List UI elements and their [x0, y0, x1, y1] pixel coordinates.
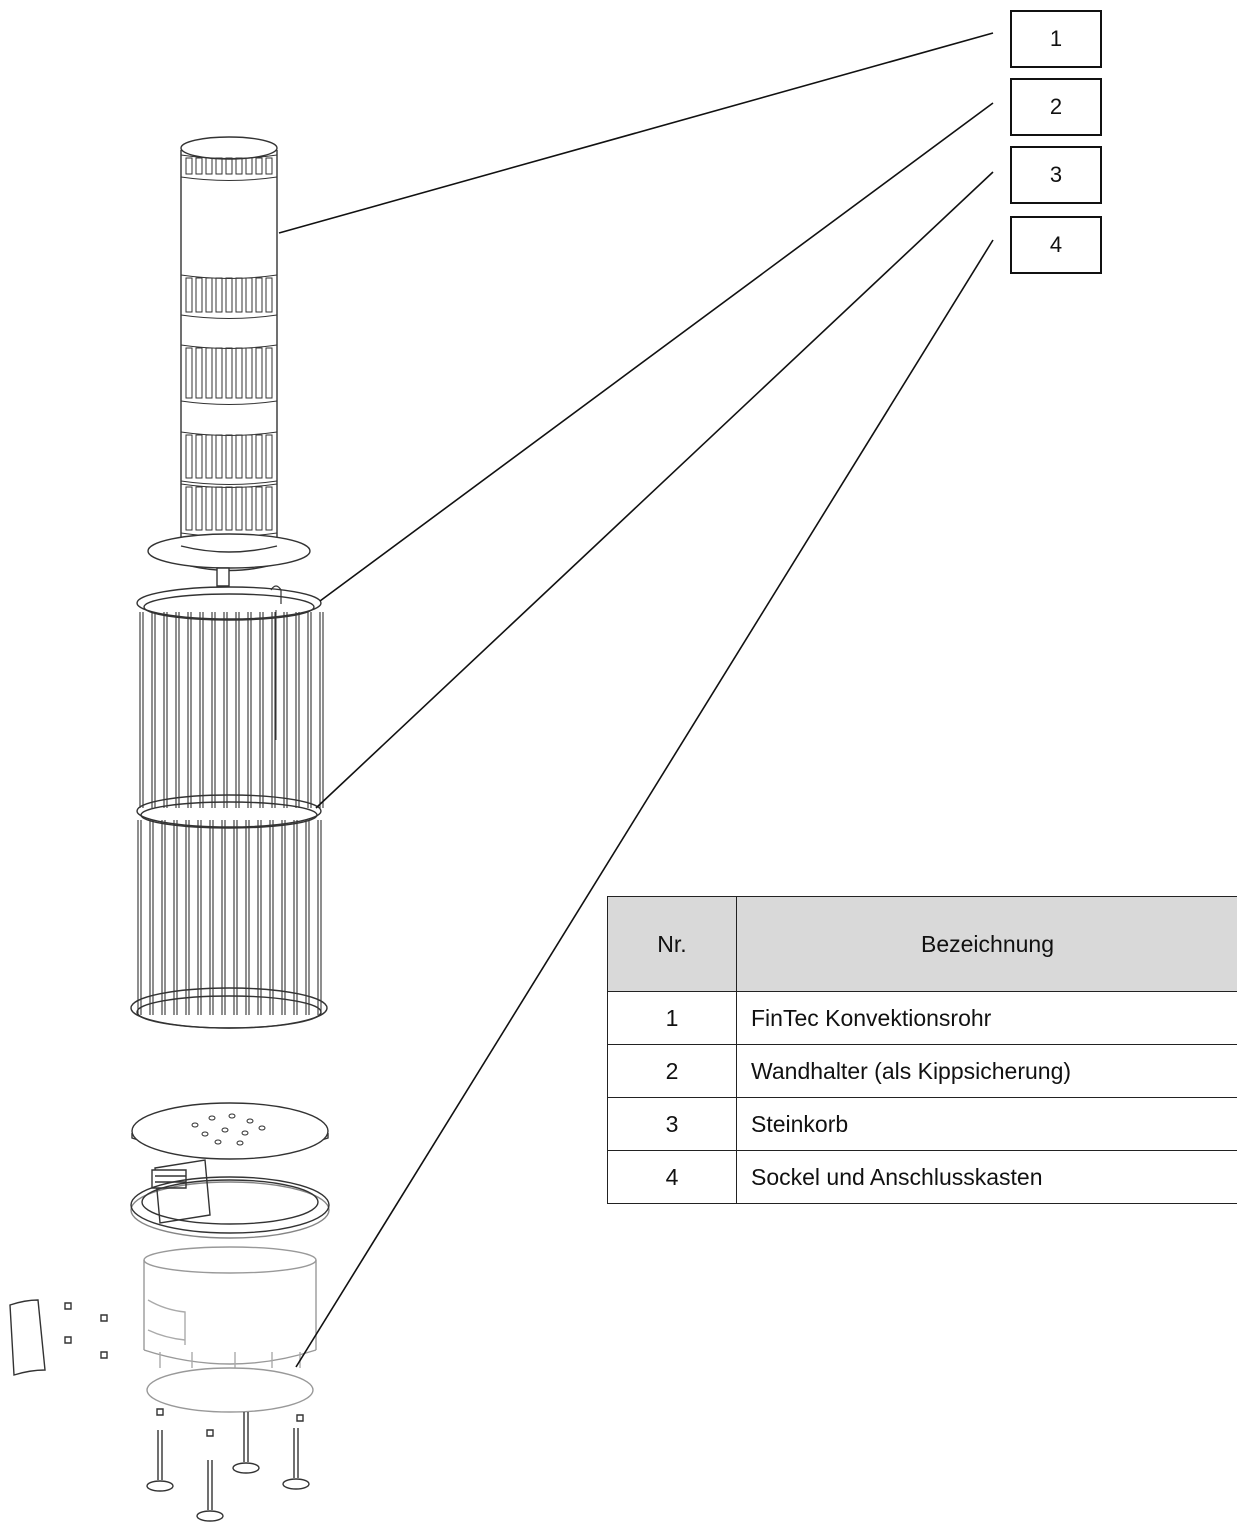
base-and-junction-box — [10, 1103, 329, 1521]
leader-line-2 — [320, 103, 993, 601]
table-row: 4 Sockel und Anschlusskasten — [607, 1150, 1237, 1204]
leader-line-4 — [296, 240, 993, 1367]
row-nr: 1 — [607, 991, 737, 1045]
row-name: Steinkorb — [736, 1097, 1237, 1151]
header-nr: Nr. — [607, 896, 737, 992]
parts-table: Nr. Bezeichnung 1 FinTec Konvektionsrohr… — [607, 896, 1237, 1204]
callout-3: 3 — [1010, 146, 1102, 204]
table-row: 2 Wandhalter (als Kippsicherung) — [607, 1044, 1237, 1098]
row-name: Sockel und Anschlusskasten — [736, 1150, 1237, 1204]
callout-4: 4 — [1010, 216, 1102, 274]
leader-lines — [279, 33, 993, 1367]
table-row: 3 Steinkorb — [607, 1097, 1237, 1151]
row-nr: 2 — [607, 1044, 737, 1098]
table-header-row: Nr. Bezeichnung — [607, 896, 1237, 992]
row-nr: 3 — [607, 1097, 737, 1151]
leader-line-1 — [279, 33, 993, 233]
row-nr: 4 — [607, 1150, 737, 1204]
table-row: 1 FinTec Konvektionsrohr — [607, 991, 1237, 1045]
convection-tube — [148, 137, 310, 586]
stone-basket — [131, 586, 327, 1028]
callout-1: 1 — [1010, 10, 1102, 68]
header-name: Bezeichnung — [736, 896, 1237, 992]
callout-2: 2 — [1010, 78, 1102, 136]
row-name: Wandhalter (als Kippsicherung) — [736, 1044, 1237, 1098]
leader-line-3 — [316, 172, 993, 808]
row-name: FinTec Konvektionsrohr — [736, 991, 1237, 1045]
